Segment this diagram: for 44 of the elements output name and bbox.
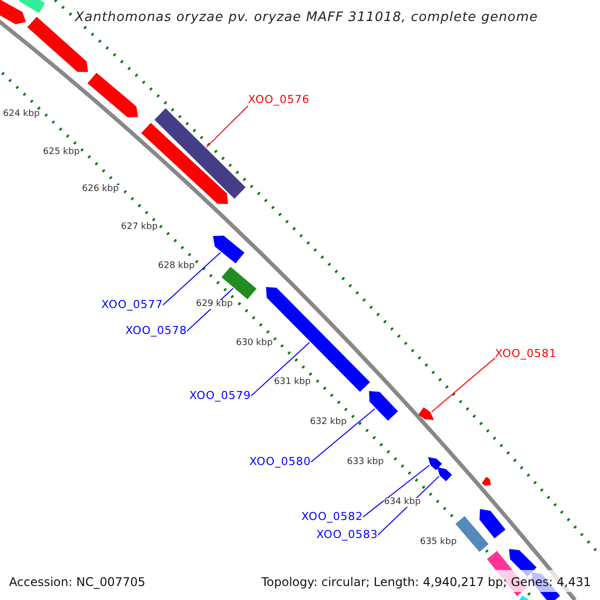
gene-label: XOO_0581: [495, 348, 557, 359]
scale-tick-label: 628 kbp: [158, 262, 195, 271]
leader-line: [378, 476, 440, 536]
leader-line: [206, 106, 248, 148]
scale-tick-label: 632 kbp: [310, 418, 347, 427]
scale-tick-label: 634 kbp: [384, 498, 421, 507]
gene-label: XOO_0580: [249, 456, 311, 467]
gene-label: XOO_0582: [301, 511, 363, 522]
gene-feature: [222, 266, 256, 300]
gene-feature: [418, 407, 434, 420]
gene-feature: [141, 122, 228, 204]
leader-line: [250, 342, 310, 396]
gene-feature: [437, 467, 452, 482]
accession-text: Accession: NC_007705: [9, 576, 146, 588]
leader-line: [362, 464, 430, 518]
gene-feature: [154, 108, 246, 199]
gene-feature: [88, 72, 138, 118]
scale-tick-label: 631 kbp: [274, 378, 311, 387]
scale-tick-label: 624 kbp: [3, 110, 40, 119]
scale-tick-label: 626 kbp: [82, 185, 119, 194]
leader-line: [310, 408, 376, 462]
leader-line: [431, 358, 496, 412]
leader-line: [162, 252, 222, 306]
scale-tick-label: 630 kbp: [236, 339, 273, 348]
gene-feature: [428, 457, 442, 470]
gene-feature: [0, 0, 26, 24]
gene-feature: [482, 476, 491, 486]
gene-feature: [18, 0, 46, 14]
gene-label: XOO_0576: [248, 94, 310, 105]
gene-feature: [455, 516, 489, 552]
scale-tick-label: 635 kbp: [420, 538, 457, 547]
gene-label: XOO_0577: [101, 299, 163, 310]
gene-label: XOO_0578: [125, 325, 187, 336]
scale-tick-label: 627 kbp: [121, 223, 158, 232]
gene-label: XOO_0583: [316, 529, 378, 540]
title: Xanthomonas oryzae pv. oryzae MAFF 311018, complete genome: [75, 11, 538, 24]
gene-label: XOO_0579: [189, 390, 251, 401]
scale-tick-label: 629 kbp: [196, 300, 233, 309]
scale-tick-label: 633 kbp: [347, 458, 384, 467]
gene-feature: [369, 391, 398, 421]
genome-summary-text: Topology: circular; Length: 4,940,217 bp; Genes: 4,431: [261, 576, 591, 588]
scale-tick-label: 625 kbp: [43, 148, 80, 157]
gene-feature: [480, 509, 506, 538]
gene-feature: [213, 236, 244, 264]
